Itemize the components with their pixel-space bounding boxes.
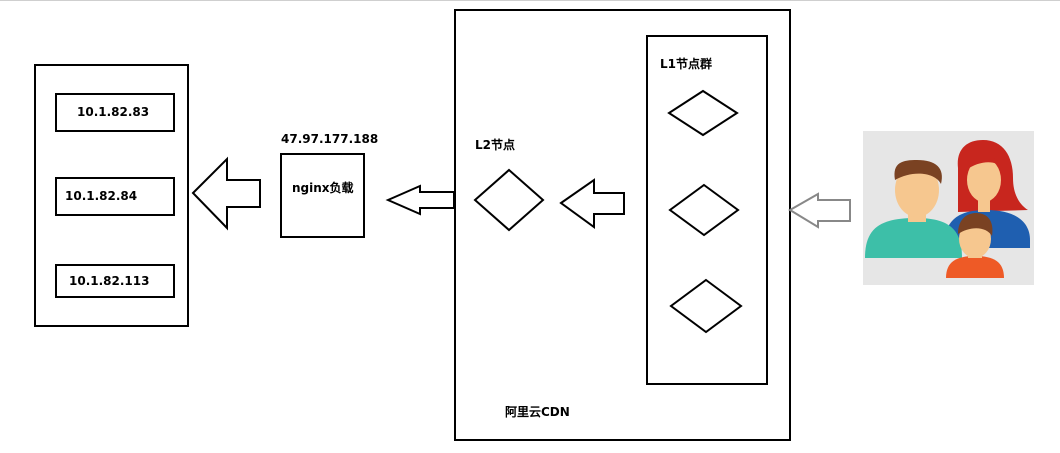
arrow-users-to-l1 bbox=[788, 192, 851, 229]
arrow-nginx-to-servers bbox=[191, 156, 261, 231]
l2-node-label: L2节点 bbox=[475, 138, 515, 152]
l1-node-diamond-1 bbox=[667, 89, 739, 137]
cdn-label: 阿里云CDN bbox=[505, 405, 570, 419]
top-border bbox=[0, 0, 1060, 1]
server-ip-3: 10.1.82.113 bbox=[69, 274, 150, 288]
server-box-1: 10.1.82.83 bbox=[55, 93, 175, 132]
nginx-box: nginx负载 bbox=[280, 153, 365, 238]
server-ip-2: 10.1.82.84 bbox=[65, 189, 138, 203]
arrow-l1-to-l2 bbox=[559, 178, 625, 229]
server-box-3: 10.1.82.113 bbox=[55, 264, 175, 298]
nginx-ip-label: 47.97.177.188 bbox=[281, 132, 379, 146]
l1-node-diamond-2 bbox=[668, 183, 740, 237]
arrow-cdn-to-nginx bbox=[385, 184, 455, 216]
server-box-2: 10.1.82.84 bbox=[55, 177, 175, 216]
server-ip-1: 10.1.82.83 bbox=[77, 105, 150, 119]
l1-node-group-label: L1节点群 bbox=[660, 57, 712, 71]
nginx-label: nginx负载 bbox=[292, 181, 354, 195]
family-users-icon bbox=[863, 131, 1034, 285]
l2-node-diamond bbox=[473, 168, 545, 232]
l1-node-diamond-3 bbox=[669, 278, 743, 334]
